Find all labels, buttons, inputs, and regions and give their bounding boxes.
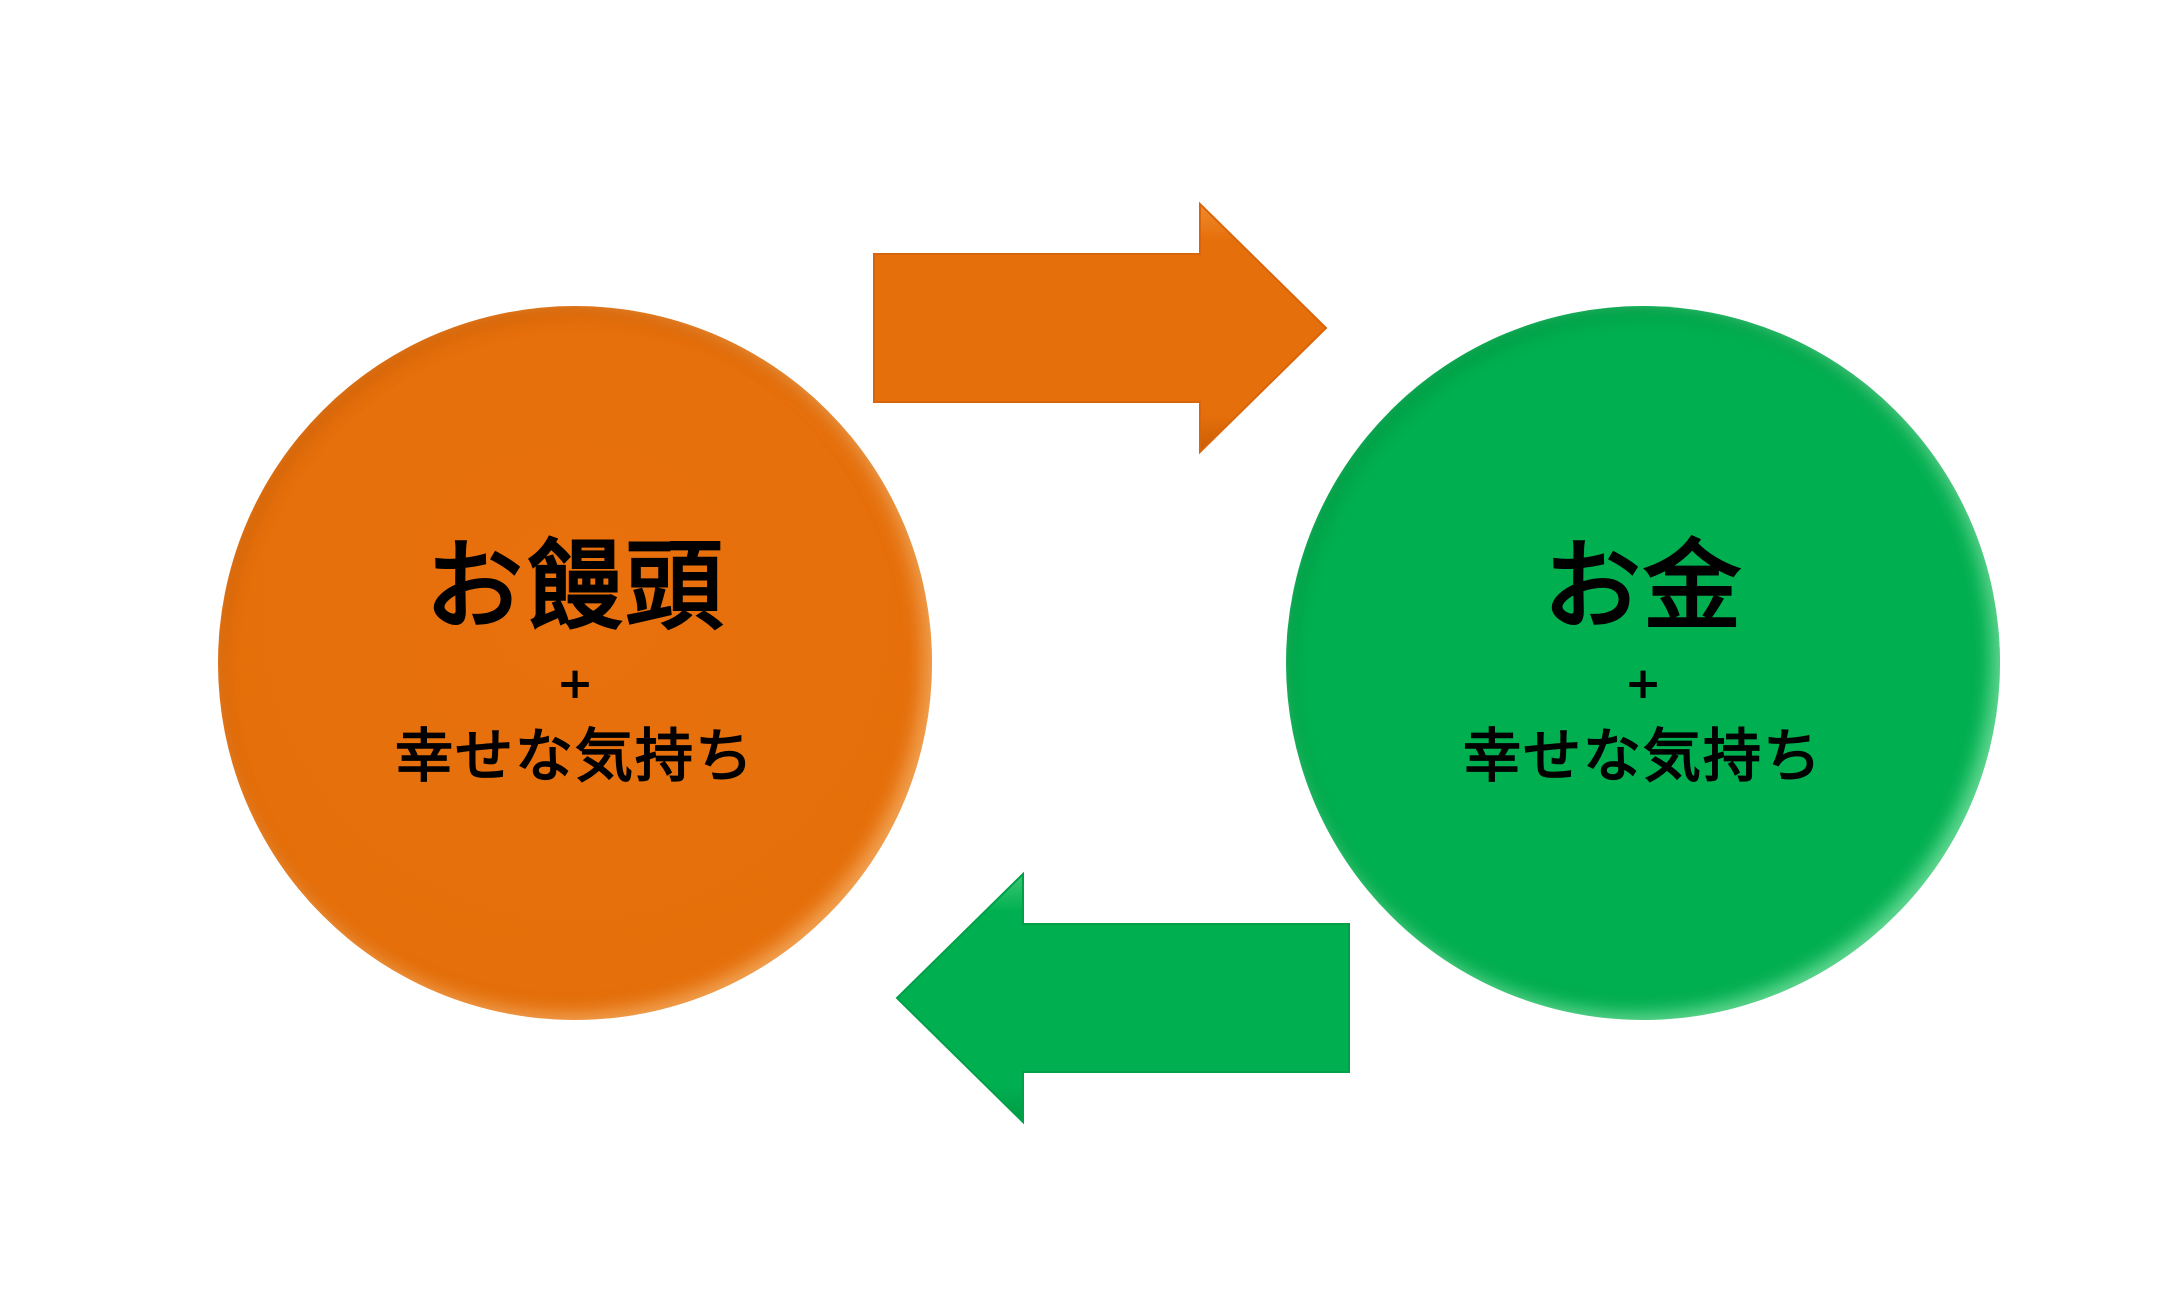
arrow-right-icon: [873, 201, 1328, 455]
right-node-title: お金: [1542, 530, 1743, 645]
left-node-title: お饅頭: [424, 530, 725, 645]
right-node-plus: +: [1624, 657, 1662, 709]
right-node-subtitle: 幸せな気持ち: [1462, 722, 1823, 791]
left-node-circle: お饅頭 + 幸せな気持ち: [218, 306, 932, 1020]
left-node-plus: +: [556, 657, 594, 709]
left-node-subtitle: 幸せな気持ち: [394, 722, 755, 791]
arrow-left-icon: [895, 871, 1350, 1125]
right-node-circle: お金 + 幸せな気持ち: [1286, 306, 2000, 1020]
